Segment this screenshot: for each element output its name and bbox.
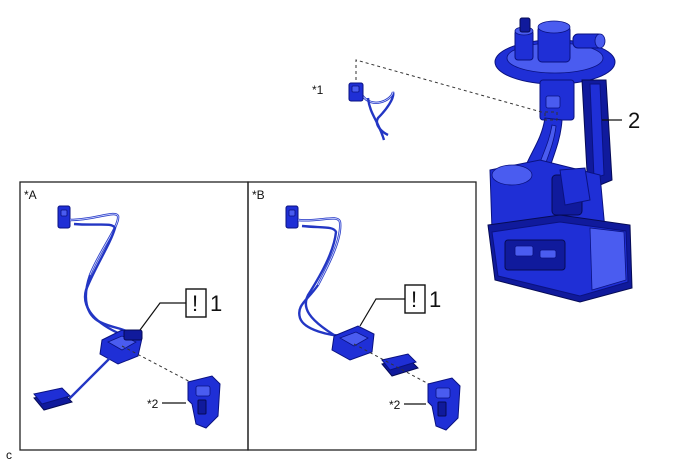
panel-b-frame	[247, 181, 477, 451]
connection-dashed-line-a	[121, 345, 199, 387]
wire-harness-1	[348, 82, 395, 141]
notice-mark-a: !	[192, 291, 198, 316]
panel-a-label: *A	[24, 188, 37, 202]
reference-mark-2-b: *2	[389, 398, 401, 412]
bracket-b	[427, 377, 461, 431]
leader-line-1-a	[139, 302, 186, 331]
reference-mark-2-a: *2	[147, 397, 159, 411]
reference-mark-1: *1	[312, 83, 324, 97]
part-number-1-b: 1	[429, 287, 441, 312]
part-number-2: 2	[628, 108, 640, 133]
connection-dashed-line-b	[353, 343, 441, 391]
connection-dashed-line-top	[355, 59, 546, 114]
sender-gauge-harness-a	[33, 205, 143, 411]
notice-mark-b: !	[411, 287, 417, 312]
figure-code: c	[6, 448, 12, 462]
panel-b-label: *B	[252, 188, 265, 202]
bracket-a	[187, 375, 221, 429]
part-number-1-a: 1	[210, 291, 222, 316]
leader-line-1-b	[359, 298, 405, 327]
fuel-pump-assembly	[487, 17, 633, 303]
sender-gauge-harness-b	[285, 205, 419, 377]
